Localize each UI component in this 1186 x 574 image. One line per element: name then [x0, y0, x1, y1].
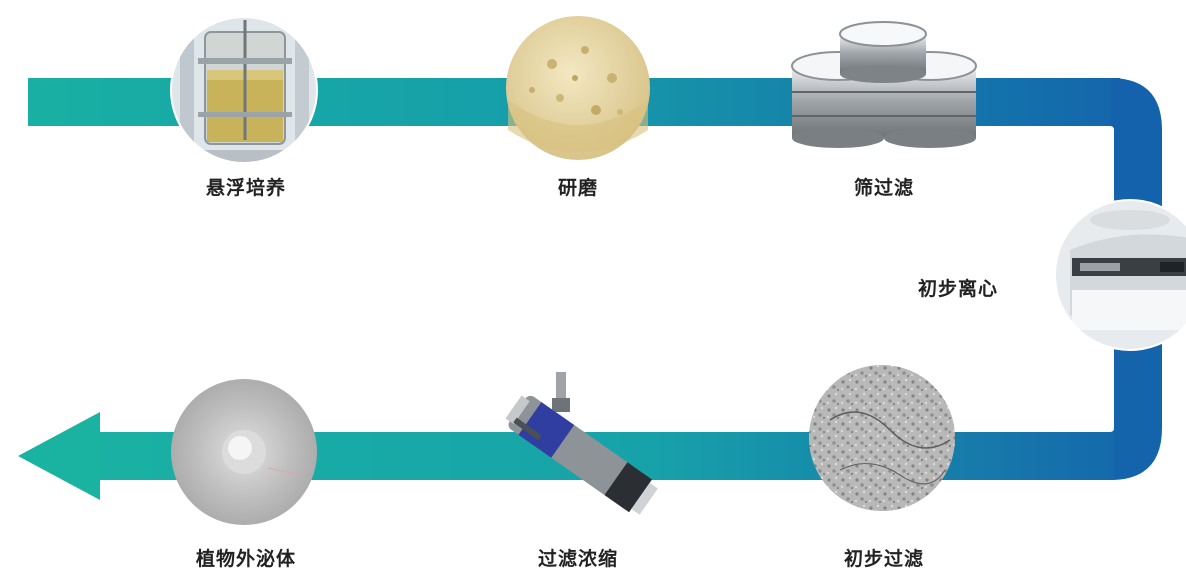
ground-paste-icon — [506, 16, 650, 160]
step-label-suspension-culture: 悬浮培养 — [205, 177, 287, 199]
filter-membrane-icon — [809, 365, 955, 511]
step-label-grinding: 研磨 — [557, 177, 599, 199]
sieve-stack-icon — [791, 21, 977, 148]
flow-arrowhead — [18, 412, 100, 500]
step-label-sieve-filtration: 筛过滤 — [853, 177, 915, 199]
step-label-initial-centrifugation: 初步离心 — [918, 278, 999, 300]
step-label-initial-filtration: 初步过滤 — [843, 548, 925, 570]
exosome-icon — [171, 379, 317, 525]
bioreactor-icon — [170, 16, 318, 164]
hollow-fiber-cartridge-icon — [505, 372, 658, 515]
step-label-filtration-concentration: 过滤浓缩 — [537, 548, 619, 570]
step-label-plant-exosomes: 植物外泌体 — [195, 548, 297, 570]
centrifuge-icon — [1054, 199, 1186, 351]
